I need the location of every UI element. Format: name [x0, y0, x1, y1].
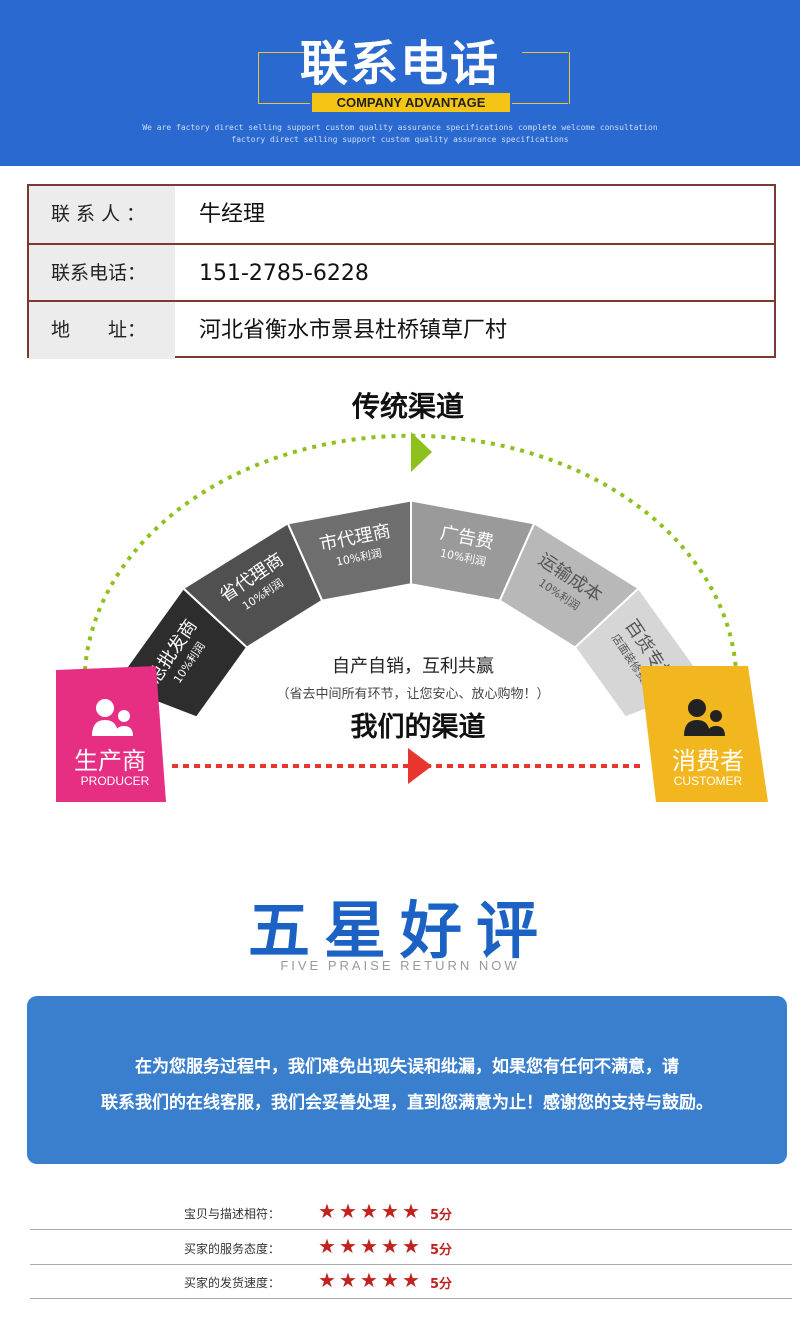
producer-label-en: PRODUCER — [81, 774, 150, 788]
star-icon: ★ — [360, 1268, 378, 1292]
rating-divider — [30, 1264, 792, 1265]
star-icon: ★ — [360, 1199, 378, 1223]
star-icon: ★ — [402, 1234, 420, 1258]
star-icon: ★ — [318, 1234, 336, 1258]
contact-row-phone: 联系电话： 151-2785-6228 — [29, 245, 774, 302]
praise-subtitle: FIVE PRAISE RETURN NOW — [280, 958, 520, 973]
rating-label: 买家的服务态度： — [184, 1242, 281, 1256]
star-icon: ★ — [318, 1199, 336, 1223]
star-icon: ★ — [339, 1199, 357, 1223]
contact-table: 联 系 人 ： 牛经理 联系电话： 151-2785-6228 地 址： 河北省… — [27, 184, 776, 359]
rating-score: 5分 — [430, 1277, 453, 1292]
star-icon: ★ — [318, 1268, 336, 1292]
banner-frame-line — [258, 52, 304, 53]
traditional-arrow-icon — [411, 432, 432, 472]
rating-stars: ★★★★★ — [318, 1236, 423, 1257]
banner-badge: COMPANY ADVANTAGE — [312, 93, 510, 112]
contact-label: 联 系 人 ： — [29, 186, 175, 243]
producer-label: 生产商 — [74, 747, 146, 775]
header-banner: 联系电话 COMPANY ADVANTAGE We are factory di… — [0, 0, 800, 166]
star-icon: ★ — [402, 1268, 420, 1292]
channel-diagram: 传统渠道 总批发商10%利润省代理商10%利润市代理商10%利润广告费10%利润… — [56, 390, 768, 802]
banner-subtitle-2: factory direct selling support custom qu… — [231, 135, 569, 144]
contact-divider — [29, 243, 774, 245]
rating-divider — [30, 1229, 792, 1230]
banner-title: 联系电话 — [299, 36, 500, 92]
rating-score: 5分 — [430, 1208, 453, 1223]
contact-row-address: 地 址： 河北省衡水市景县杜桥镇草厂村 — [29, 302, 774, 359]
our-channel-title: 我们的渠道 — [351, 711, 486, 743]
contact-divider — [29, 300, 774, 302]
banner-frame-line — [512, 103, 568, 104]
channel-center-note: （省去中间所有环节，让您安心、放心购物！） — [276, 686, 549, 702]
contact-row-person: 联 系 人 ： 牛经理 — [29, 186, 774, 243]
rating-divider — [30, 1298, 792, 1299]
our-channel-arrow-icon — [408, 748, 432, 784]
star-icon: ★ — [381, 1268, 399, 1292]
rating-row-description: 宝贝与描述相符： ★★★★★ 5分 — [30, 1196, 792, 1230]
rating-label: 买家的发货速度： — [184, 1276, 281, 1290]
consumer-label: 消费者 — [672, 747, 744, 775]
rating-stars: ★★★★★ — [318, 1270, 423, 1291]
banner-frame-line — [258, 103, 310, 104]
contact-label: 地 址： — [29, 302, 175, 359]
traditional-dotted-arc — [83, 433, 738, 671]
channel-center-slogan: 自产自销，互利共赢 — [332, 655, 494, 677]
contact-label: 联系电话： — [29, 245, 175, 302]
star-icon: ★ — [402, 1199, 420, 1223]
rating-row-delivery: 买家的发货速度： ★★★★★ 5分 — [30, 1265, 792, 1299]
praise-title: 五星好评 — [247, 894, 552, 967]
traditional-channel-title: 传统渠道 — [351, 390, 464, 423]
notice-line-1: 在为您服务过程中，我们难免出现失误和纰漏，如果您有任何不满意，请 — [135, 1057, 679, 1077]
star-icon: ★ — [360, 1234, 378, 1258]
notice-line-2: 联系我们的在线客服，我们会妥善处理，直到您满意为止！感谢您的支持与鼓励。 — [101, 1093, 713, 1113]
star-icon: ★ — [339, 1234, 357, 1258]
channel-segments: 总批发商10%利润省代理商10%利润市代理商10%利润广告费10%利润运输成本1… — [111, 499, 711, 719]
star-icon: ★ — [381, 1234, 399, 1258]
star-icon: ★ — [339, 1268, 357, 1292]
banner-frame-line — [522, 52, 568, 53]
banner-subtitle-1: We are factory direct selling support cu… — [142, 123, 658, 132]
rating-stars: ★★★★★ — [318, 1201, 423, 1222]
rating-row-service: 买家的服务态度： ★★★★★ 5分 — [30, 1231, 792, 1265]
rating-label: 宝贝与描述相符： — [184, 1207, 281, 1221]
consumer-label-en: CUSTOMER — [674, 774, 743, 788]
banner-frame — [258, 52, 570, 104]
service-notice: 在为您服务过程中，我们难免出现失误和纰漏，如果您有任何不满意，请 联系我们的在线… — [27, 996, 787, 1164]
producer-people-icon — [92, 699, 133, 736]
star-icon: ★ — [381, 1199, 399, 1223]
contact-value: 河北省衡水市景县杜桥镇草厂村 — [199, 318, 508, 343]
consumer-people-icon — [684, 699, 725, 736]
contact-value: 151-2785-6228 — [199, 261, 369, 286]
rating-score: 5分 — [430, 1243, 453, 1258]
contact-value: 牛经理 — [199, 202, 266, 227]
